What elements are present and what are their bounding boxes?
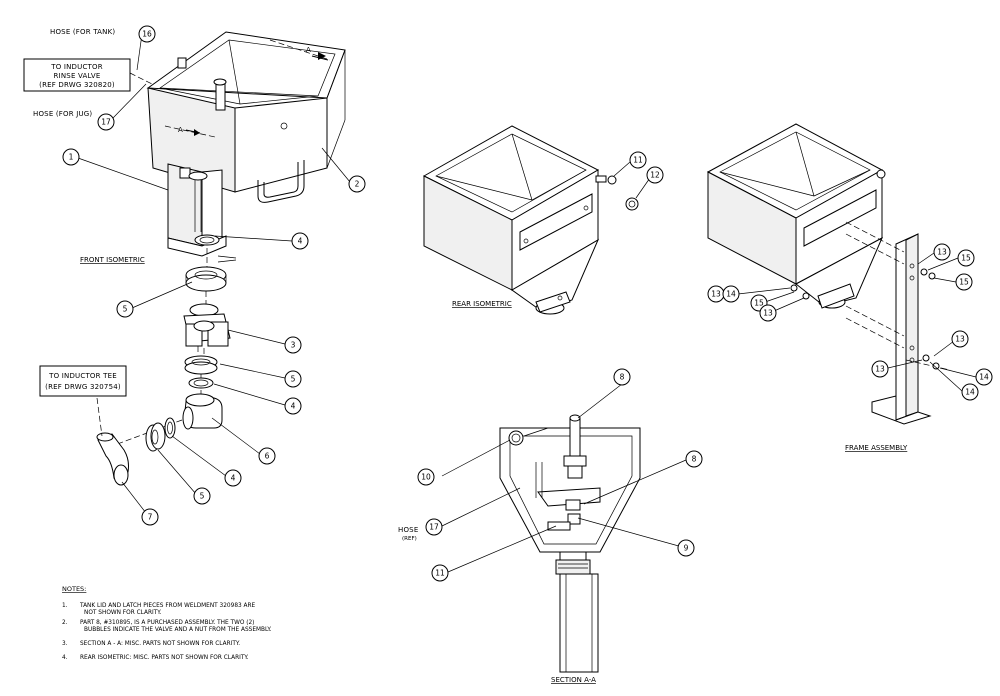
rinse-valve-reference-box: TO INDUCTOR RINSE VALVE (REF DRWG 320820… [23, 58, 131, 92]
hose-jug-label: HOSE (FOR JUG) [33, 110, 92, 118]
rinse-box-line1: TO INDUCTOR [50, 63, 103, 71]
svg-text:7: 7 [148, 513, 153, 522]
bubble-4: 4 [284, 397, 302, 415]
bubble-8: 8 [613, 368, 631, 386]
svg-text:16: 16 [142, 30, 152, 39]
rinse-box-line2: RINSE VALVE [54, 72, 101, 80]
bubble-13: 13 [707, 285, 725, 303]
svg-text:5: 5 [291, 375, 296, 384]
svg-text:15: 15 [754, 299, 764, 308]
bubble-7: 7 [141, 508, 159, 526]
bubble-14: 14 [961, 383, 979, 401]
note-1-line2: NOT SHOWN FOR CLARITY. [84, 610, 162, 616]
svg-text:13: 13 [875, 365, 885, 374]
bubble-12: 12 [646, 166, 664, 184]
bubble-17: 17 [97, 113, 115, 131]
bubble-15: 15 [955, 273, 973, 291]
bubble-5: 5 [193, 487, 211, 505]
note-1-num: 1. [62, 603, 68, 609]
bubble-15: 15 [957, 249, 975, 267]
svg-text:4: 4 [298, 237, 303, 246]
note-4-line1: REAR ISOMETRIC: MISC. PARTS NOT SHOWN FO… [80, 655, 249, 661]
svg-text:8: 8 [620, 373, 625, 382]
svg-text:14: 14 [726, 290, 736, 299]
bubble-13: 13 [933, 243, 951, 261]
rear-isometric-view [422, 125, 639, 315]
bubble-5: 5 [116, 300, 134, 318]
bubble-3: 3 [284, 336, 302, 354]
tee-box-line1: TO INDUCTOR TEE [48, 372, 117, 380]
section-marker-top: A [306, 46, 311, 54]
bubble-6: 6 [258, 447, 276, 465]
svg-text:4: 4 [231, 474, 236, 483]
note-1-line1: TANK LID AND LATCH PIECES FROM WELDMENT … [79, 603, 256, 609]
svg-text:13: 13 [937, 248, 947, 257]
bubble-14: 14 [975, 368, 993, 386]
front-isometric-title: FRONT ISOMETRIC [80, 256, 145, 264]
bubble-1: 1 [62, 148, 80, 166]
svg-text:14: 14 [965, 388, 975, 397]
svg-text:2: 2 [355, 180, 360, 189]
svg-text:17: 17 [101, 118, 111, 127]
section-a-a-view [499, 414, 641, 673]
svg-text:17: 17 [429, 523, 439, 532]
note-3-line1: SECTION A - A: MISC. PARTS NOT SHOWN FOR… [80, 641, 240, 647]
notes-heading: NOTES: [62, 585, 86, 593]
bubble-13: 13 [871, 360, 889, 378]
svg-text:13: 13 [955, 335, 965, 344]
svg-text:6: 6 [265, 452, 270, 461]
bubble-10: 10 [417, 468, 435, 486]
front-isometric-view: A A [96, 31, 346, 486]
svg-text:11: 11 [633, 156, 643, 165]
bubble-11: 11 [629, 151, 647, 169]
bubble-8: 8 [685, 450, 703, 468]
tee-box-line2: (REF DRWG 320754) [45, 383, 121, 391]
svg-text:8: 8 [692, 455, 697, 464]
notes-block: NOTES: 1. TANK LID AND LATCH PIECES FROM… [62, 585, 272, 661]
svg-text:1: 1 [69, 153, 74, 162]
section-marker-left: A [178, 126, 183, 134]
bubble-4: 4 [224, 469, 242, 487]
svg-text:12: 12 [650, 171, 660, 180]
svg-text:5: 5 [200, 492, 205, 501]
svg-text:14: 14 [979, 373, 989, 382]
frame-assembly-title: FRAME ASSEMBLY [845, 444, 908, 452]
bubble-9: 9 [677, 539, 695, 557]
rinse-box-line3: (REF DRWG 320820) [39, 81, 115, 89]
bubble-2: 2 [348, 175, 366, 193]
item-bubbles: 16 17 1 2 4 5 3 5 4 6 4 5 7 11 12 8 8 10… [62, 25, 993, 582]
svg-text:10: 10 [421, 473, 431, 482]
svg-text:3: 3 [291, 341, 296, 350]
section-a-a-title: SECTION A-A [551, 676, 596, 684]
svg-text:5: 5 [123, 305, 128, 314]
bubble-13: 13 [951, 330, 969, 348]
svg-text:15: 15 [961, 254, 971, 263]
note-2-num: 2. [62, 620, 68, 626]
bubble-13: 13 [759, 304, 777, 322]
hose-ref-label: HOSE [398, 526, 418, 534]
note-2-line2: BUBBLES INDICATE THE VALVE AND A NUT FRO… [84, 627, 272, 633]
svg-text:9: 9 [684, 544, 689, 553]
svg-text:11: 11 [435, 569, 445, 578]
bubble-4: 4 [291, 232, 309, 250]
svg-text:15: 15 [959, 278, 969, 287]
hose-tank-label: HOSE (FOR TANK) [50, 28, 115, 36]
bubble-14: 14 [722, 285, 740, 303]
bubble-17: 17 [425, 518, 443, 536]
svg-text:13: 13 [711, 290, 721, 299]
bubble-5: 5 [284, 370, 302, 388]
svg-text:4: 4 [291, 402, 296, 411]
note-2-line1: PART 8, #310895, IS A PURCHASED ASSEMBLY… [80, 620, 254, 626]
note-4-num: 4. [62, 655, 68, 661]
inductor-tee-reference-box: TO INDUCTOR TEE (REF DRWG 320754) [39, 365, 127, 397]
svg-text:13: 13 [763, 309, 773, 318]
rear-isometric-title: REAR ISOMETRIC [452, 300, 512, 308]
hose-ref-sub-label: (REF) [402, 536, 417, 542]
note-3-num: 3. [62, 641, 68, 647]
frame-assembly-view [706, 123, 951, 425]
bubble-16: 16 [138, 25, 156, 43]
bubble-11: 11 [431, 564, 449, 582]
